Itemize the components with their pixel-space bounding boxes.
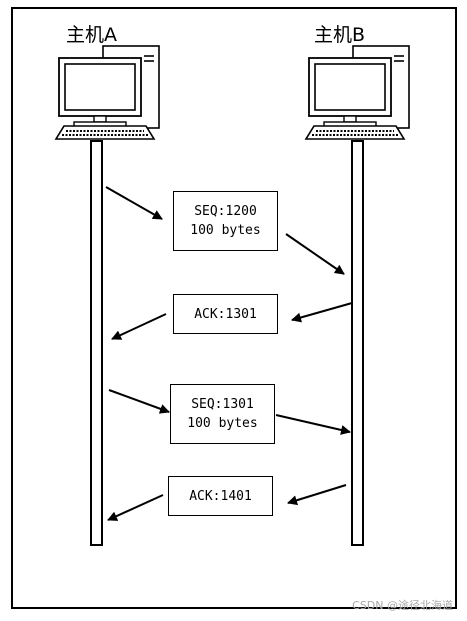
message-seq-1301: SEQ:1301 100 bytes: [170, 384, 275, 444]
host-b-lifeline: [351, 140, 364, 546]
arrow-seq2-out: [275, 414, 351, 435]
message-line1: SEQ:1301: [191, 397, 254, 412]
message-ack-1401: ACK:1401: [168, 476, 273, 516]
computer-icon: [304, 45, 410, 140]
message-line1: ACK:1301: [194, 306, 257, 322]
arrow-seq1-in: [105, 186, 163, 220]
computer-icon: [54, 45, 160, 140]
message-line1: ACK:1401: [189, 488, 252, 504]
host-b-label: 主机B: [314, 24, 366, 46]
host-a-label: 主机A: [66, 24, 117, 46]
message-line2: 100 bytes: [187, 416, 258, 431]
message-line1: SEQ:1200: [194, 204, 257, 219]
message-seq-1200: SEQ:1200 100 bytes: [173, 191, 278, 251]
arrow-ack2-out: [107, 494, 164, 521]
arrow-ack1-in: [291, 302, 353, 323]
arrow-seq1-out: [285, 233, 345, 275]
host-a-lifeline: [90, 140, 103, 546]
message-line2: 100 bytes: [190, 223, 261, 238]
arrow-seq2-in: [108, 389, 170, 414]
watermark: CSDN @途径北海道: [352, 599, 453, 612]
message-ack-1301: ACK:1301: [173, 294, 278, 334]
arrow-ack1-out: [111, 313, 167, 340]
arrow-ack2-in: [287, 484, 347, 506]
